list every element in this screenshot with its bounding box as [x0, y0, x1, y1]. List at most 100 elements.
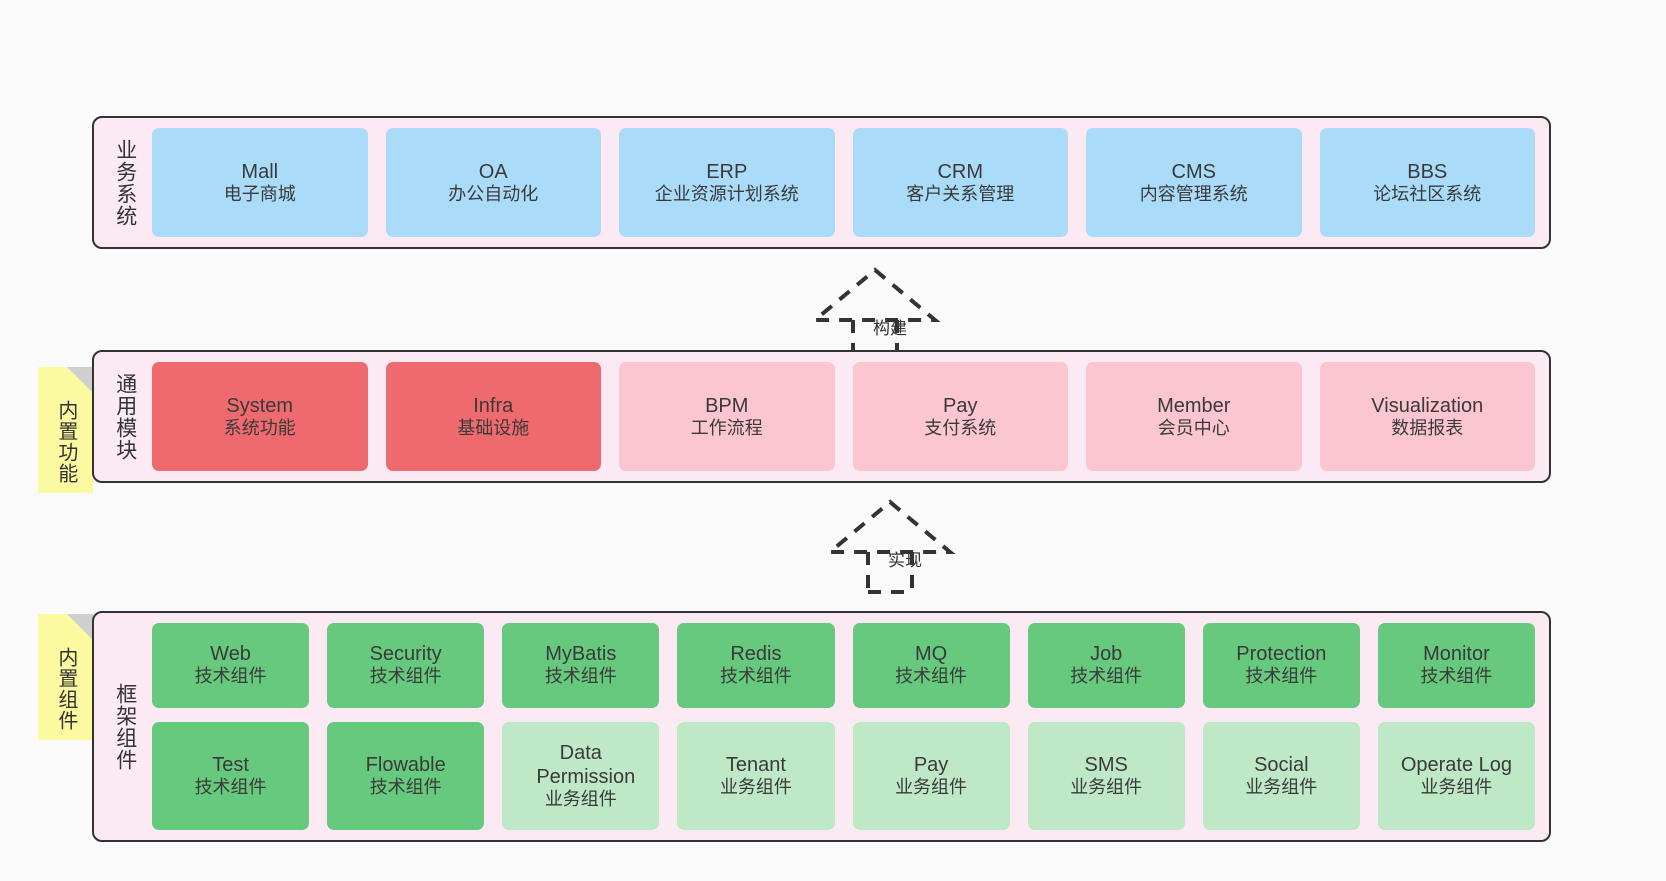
layer-framework-components: 框架组件 Web 技术组件 Security 技术组件 MyBatis 技术组件…: [92, 611, 1551, 842]
node-label-cn: 电子商城: [223, 183, 296, 204]
node-label-en: Test: [212, 753, 249, 776]
node-label-cn: 技术组件: [194, 666, 267, 687]
node-mall[interactable]: Mall 电子商城: [152, 128, 368, 237]
layer-business-systems: 业务系统 Mall 电子商城 OA 办公自动化 ERP 企业资源计划系统 CRM…: [92, 116, 1551, 249]
folded-corner-icon: [67, 367, 93, 393]
node-label-en: Flowable: [365, 753, 446, 776]
node-label-cn: 业务组件: [895, 776, 968, 797]
node-label-cn: 办公自动化: [448, 183, 539, 204]
business-systems-rows: Mall 电子商城 OA 办公自动化 ERP 企业资源计划系统 CRM 客户关系…: [152, 128, 1535, 237]
node-visualization[interactable]: Visualization 数据报表: [1319, 362, 1535, 471]
node-label-en: Web: [210, 643, 251, 666]
node-label-en: BBS: [1407, 160, 1448, 183]
node-label-en: Protection: [1236, 643, 1327, 666]
node-label-cn: 业务组件: [1420, 776, 1493, 797]
connector-label-implement: 实现: [888, 551, 922, 570]
node-test[interactable]: Test 技术组件: [152, 721, 310, 830]
node-label-en: Data Permission: [536, 741, 636, 788]
node-system[interactable]: System 系统功能: [152, 362, 368, 471]
box-row: Web 技术组件 Security 技术组件 MyBatis 技术组件 Redi…: [152, 623, 1535, 708]
node-tenant[interactable]: Tenant 业务组件: [677, 721, 835, 830]
box-row: System 系统功能 Infra 基础设施 BPM 工作流程 Pay 支付系统…: [152, 362, 1535, 471]
node-label-en: BPM: [705, 394, 749, 417]
node-social[interactable]: Social 业务组件: [1202, 721, 1360, 830]
node-label-cn: 业务组件: [1070, 776, 1143, 797]
node-label-cn: 技术组件: [369, 666, 442, 687]
node-flowable[interactable]: Flowable 技术组件: [327, 721, 485, 830]
common-modules-rows: System 系统功能 Infra 基础设施 BPM 工作流程 Pay 支付系统…: [152, 362, 1535, 471]
note-builtin-features: 内置功能: [38, 367, 93, 493]
node-label-en: Job: [1090, 643, 1123, 666]
box-row: Test 技术组件 Flowable 技术组件 Data Permission …: [152, 721, 1535, 830]
node-member[interactable]: Member 会员中心: [1086, 362, 1302, 471]
node-label-en: Mall: [241, 160, 279, 183]
layer-title-common-modules: 通用模块: [113, 372, 137, 461]
framework-components-rows: Web 技术组件 Security 技术组件 MyBatis 技术组件 Redi…: [152, 623, 1535, 830]
node-mq[interactable]: MQ 技术组件: [852, 623, 1010, 708]
layer-common-modules: 通用模块 System 系统功能 Infra 基础设施 BPM 工作流程 Pay…: [92, 350, 1551, 483]
node-bbs[interactable]: BBS 论坛社区系统: [1319, 128, 1535, 237]
connector-label-build: 构建: [873, 319, 907, 338]
note-label: 内置组件: [54, 647, 77, 731]
node-label-cn: 会员中心: [1157, 417, 1230, 438]
node-job[interactable]: Job 技术组件: [1027, 623, 1185, 708]
node-label-en: Visualization: [1371, 394, 1484, 417]
node-label-cn: 论坛社区系统: [1373, 183, 1482, 204]
layer-title-framework-components: 框架组件: [113, 682, 137, 771]
node-label-en: MyBatis: [545, 643, 617, 666]
node-pay-business[interactable]: Pay 业务组件: [852, 721, 1010, 830]
node-label-en: MQ: [914, 643, 948, 666]
node-operate-log[interactable]: Operate Log 业务组件: [1377, 721, 1535, 830]
node-sms[interactable]: SMS 业务组件: [1027, 721, 1185, 830]
node-label-en: Monitor: [1423, 643, 1490, 666]
node-data-permission[interactable]: Data Permission 业务组件: [502, 721, 660, 830]
node-label-cn: 技术组件: [544, 666, 617, 687]
box-row: Mall 电子商城 OA 办公自动化 ERP 企业资源计划系统 CRM 客户关系…: [152, 128, 1535, 237]
node-label-en: Infra: [473, 394, 514, 417]
node-erp[interactable]: ERP 企业资源计划系统: [619, 128, 835, 237]
node-label-cn: 技术组件: [194, 776, 267, 797]
node-label-cn: 业务组件: [544, 788, 617, 809]
node-label-cn: 技术组件: [1245, 666, 1318, 687]
node-label-cn: 技术组件: [1070, 666, 1143, 687]
node-label-cn: 系统功能: [223, 417, 296, 438]
node-label-en: CMS: [1171, 160, 1216, 183]
node-label-cn: 内容管理系统: [1139, 183, 1248, 204]
node-label-en: Pay: [943, 394, 978, 417]
node-label-en: Member: [1157, 394, 1231, 417]
node-label-en: CRM: [937, 160, 984, 183]
node-label-cn: 技术组件: [719, 666, 792, 687]
node-infra[interactable]: Infra 基础设施: [385, 362, 601, 471]
folded-corner-icon: [67, 614, 93, 640]
node-mybatis[interactable]: MyBatis 技术组件: [502, 623, 660, 708]
node-protection[interactable]: Protection 技术组件: [1202, 623, 1360, 708]
node-label-cn: 支付系统: [924, 417, 997, 438]
node-monitor[interactable]: Monitor 技术组件: [1377, 623, 1535, 708]
node-label-cn: 技术组件: [369, 776, 442, 797]
connector-implement: 实现: [810, 499, 970, 596]
node-label-en: Tenant: [725, 753, 786, 776]
node-label-en: SMS: [1084, 753, 1128, 776]
node-label-cn: 技术组件: [895, 666, 968, 687]
node-oa[interactable]: OA 办公自动化: [385, 128, 601, 237]
node-security[interactable]: Security 技术组件: [327, 623, 485, 708]
node-label-en: OA: [478, 160, 508, 183]
node-label-en: Operate Log: [1400, 753, 1513, 776]
node-cms[interactable]: CMS 内容管理系统: [1086, 128, 1302, 237]
node-bpm[interactable]: BPM 工作流程: [619, 362, 835, 471]
node-crm[interactable]: CRM 客户关系管理: [852, 128, 1068, 237]
node-label-en: System: [226, 394, 294, 417]
note-label: 内置功能: [54, 400, 77, 484]
node-label-cn: 基础设施: [457, 417, 530, 438]
node-web[interactable]: Web 技术组件: [152, 623, 310, 708]
node-label-en: Redis: [730, 643, 782, 666]
layer-title-business-systems: 业务系统: [113, 138, 137, 227]
note-builtin-components: 内置组件: [38, 614, 93, 740]
node-redis[interactable]: Redis 技术组件: [677, 623, 835, 708]
node-label-cn: 数据报表: [1391, 417, 1464, 438]
node-label-en: Social: [1254, 753, 1309, 776]
node-label-cn: 业务组件: [1245, 776, 1318, 797]
node-label-cn: 客户关系管理: [906, 183, 1015, 204]
node-pay[interactable]: Pay 支付系统: [852, 362, 1068, 471]
